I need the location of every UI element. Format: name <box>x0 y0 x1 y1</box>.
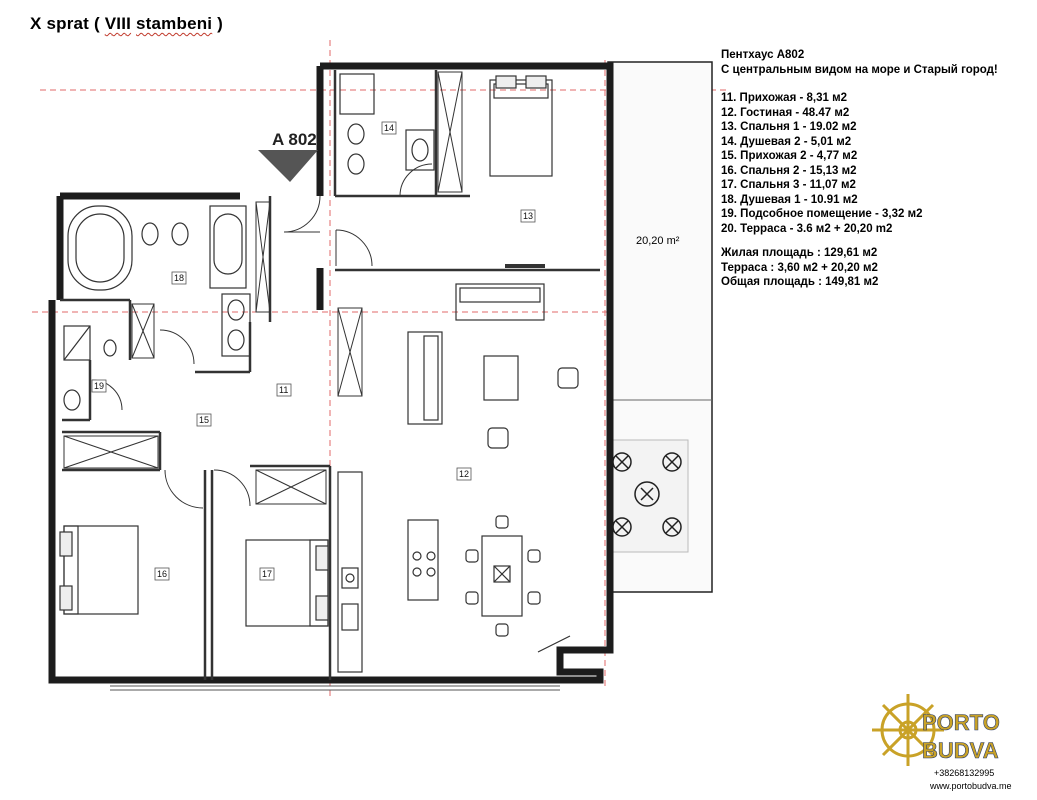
room-number-13: 13 <box>523 211 533 221</box>
room-number-17: 17 <box>262 569 272 579</box>
logo-url[interactable]: www.portobudva.me <box>930 781 1012 791</box>
room-area-item: 13. Спальня 1 - 19.02 м2 <box>721 121 857 133</box>
page-title: X sprat ( VIII stambeni ) <box>30 14 224 33</box>
door-swings <box>91 163 433 509</box>
bed-16 <box>59 525 139 615</box>
room-number-18: 18 <box>174 273 184 283</box>
bathroom-18-fixtures <box>67 205 251 357</box>
room-area-item: 11. Прихожая - 8,31 м2 <box>721 92 847 104</box>
kitchen-counter <box>337 471 363 673</box>
room-number-15: 15 <box>199 415 209 425</box>
room-numbers: 14 13 18 11 19 15 12 16 17 <box>91 121 536 581</box>
unit-marker-arrow <box>258 150 318 182</box>
room-area-item: 16. Спальня 2 - 15,13 м2 <box>721 164 857 177</box>
utility-19-fixtures <box>63 325 117 411</box>
terrace-table-set <box>611 439 689 553</box>
porto-budva-logo: PORTO BUDVA <box>872 694 1000 766</box>
room-area-item: 14. Душевая 2 - 5,01 м2 <box>721 135 852 148</box>
logo-phone: +38268132995 <box>934 768 995 778</box>
info-subheading: С центральным видом на море и Старый гор… <box>721 63 998 76</box>
apartment-info-panel: Пентхаус A802 С центральным видом на мор… <box>721 48 998 290</box>
unit-label: A 802 <box>272 130 317 149</box>
bathroom-14-fixtures <box>339 73 435 175</box>
bed-13 <box>489 75 553 268</box>
room-number-14: 14 <box>384 123 394 133</box>
logo-line-1: PORTO <box>922 710 1000 735</box>
living-room-furniture <box>407 283 579 653</box>
room-area-item: 19. Подсобное помещение - 3,32 м2 <box>721 208 923 220</box>
room-number-11: 11 <box>279 385 288 395</box>
total-area-item: Терраса : 3,60 м2 + 20,20 м2 <box>721 261 878 274</box>
room-area-item: 18. Душевая 1 - 10.91 м2 <box>721 193 858 206</box>
room-area-item: 15. Прихожая 2 - 4,77 м2 <box>721 150 858 162</box>
room-number-12: 12 <box>459 469 469 479</box>
room-area-item: 17. Спальня 3 - 11,07 м2 <box>721 179 856 191</box>
room-number-19: 19 <box>94 381 104 391</box>
wardrobes <box>63 71 463 505</box>
bed-17 <box>245 539 329 627</box>
room-area-item: 20. Терраса - 3.6 м2 + 20,20 m2 <box>721 222 893 235</box>
room-number-16: 16 <box>157 569 167 579</box>
outer-walls <box>48 62 614 684</box>
terrace-area-label: 20,20 m² <box>636 235 680 247</box>
total-area-item: Жилая площадь : 129,61 м2 <box>721 247 878 259</box>
info-heading: Пентхаус A802 <box>721 49 805 61</box>
interior-walls <box>60 70 600 680</box>
total-area-item: Общая площадь : 149,81 м2 <box>721 276 879 288</box>
window-strip <box>110 685 560 691</box>
ship-wheel-icon <box>872 694 944 766</box>
room-area-item: 12. Гостиная - 48.47 м2 <box>721 106 850 119</box>
logo-line-2: BUDVA <box>922 738 999 763</box>
